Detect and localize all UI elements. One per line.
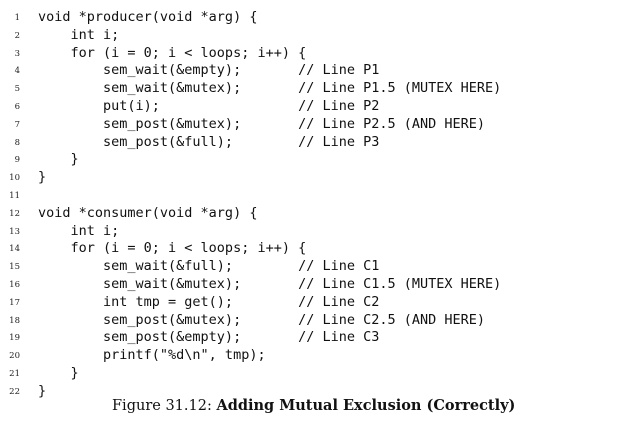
code-line: 13 int i;	[0, 223, 617, 241]
figure-label: Figure 31.12:	[112, 398, 212, 414]
line-number: 10	[9, 173, 20, 184]
code-line: 16 sem_wait(&mutex); // Line C1.5 (MUTEX…	[0, 276, 617, 294]
code-line: 15 sem_wait(&full); // Line C1	[0, 258, 617, 276]
line-number: 16	[9, 279, 20, 290]
code-text: int i;	[38, 222, 120, 239]
line-number: 4	[14, 66, 20, 77]
code-text: sem_post(&empty); // Line C3	[38, 329, 380, 346]
line-number: 14	[9, 244, 20, 255]
code-line: 12 void *consumer(void *arg) {	[0, 205, 617, 223]
line-number: 3	[14, 48, 20, 59]
code-line: 7 sem_post(&mutex); // Line P2.5 (AND HE…	[0, 116, 617, 134]
code-text: }	[38, 382, 47, 399]
code-text: sem_wait(&empty); // Line P1	[38, 62, 380, 79]
code-text: for (i = 0; i < loops; i++) {	[38, 240, 307, 257]
code-text: printf("%d\n", tmp);	[38, 347, 266, 364]
code-line: 9 }	[0, 151, 617, 169]
code-text: sem_wait(&mutex); // Line P1.5 (MUTEX HE…	[38, 80, 502, 97]
code-text: }	[38, 364, 79, 381]
code-line: 2 int i;	[0, 27, 617, 45]
line-number: 20	[9, 351, 20, 362]
code-line: 22}	[0, 383, 617, 401]
code-line: 6 put(i); // Line P2	[0, 98, 617, 116]
code-text: sem_wait(&full); // Line C1	[38, 258, 380, 275]
line-number: 18	[9, 315, 20, 326]
code-text: sem_post(&mutex); // Line C2.5 (AND HERE…	[38, 311, 486, 328]
line-number: 19	[9, 333, 20, 344]
code-line: 3 for (i = 0; i < loops; i++) {	[0, 45, 617, 63]
code-text: for (i = 0; i < loops; i++) {	[38, 44, 307, 61]
code-line: 14 for (i = 0; i < loops; i++) {	[0, 240, 617, 258]
code-text: }	[38, 169, 47, 186]
line-number: 8	[14, 137, 20, 148]
code-line: 10}	[0, 169, 617, 187]
line-number: 2	[14, 30, 20, 41]
code-line: 18 sem_post(&mutex); // Line C2.5 (AND H…	[0, 312, 617, 330]
code-text: void *consumer(void *arg) {	[38, 204, 258, 221]
code-text: sem_post(&mutex); // Line P2.5 (AND HERE…	[38, 115, 486, 132]
line-number: 21	[9, 368, 20, 379]
code-line: 20 printf("%d\n", tmp);	[0, 347, 617, 365]
code-line: 21 }	[0, 365, 617, 383]
line-number: 1	[14, 13, 20, 23]
line-number: 13	[9, 226, 20, 237]
line-number: 12	[9, 208, 20, 219]
code-line: 5 sem_wait(&mutex); // Line P1.5 (MUTEX …	[0, 80, 617, 98]
code-line: 17 int tmp = get(); // Line C2	[0, 294, 617, 312]
code-line: 1 void *producer(void *arg) {	[0, 9, 617, 27]
line-number: 6	[14, 101, 20, 112]
code-line: 8 sem_post(&full); // Line P3	[0, 134, 617, 152]
code-line: 11	[0, 187, 617, 205]
line-number: 15	[9, 262, 20, 273]
code-text: int i;	[38, 26, 120, 43]
line-number: 17	[9, 297, 20, 308]
figure-title: Adding Mutual Exclusion (Correctly)	[216, 397, 516, 414]
code-text: int tmp = get(); // Line C2	[38, 293, 380, 310]
code-line: 19 sem_post(&empty); // Line C3	[0, 329, 617, 347]
line-number: 7	[14, 119, 20, 130]
line-number: 9	[14, 155, 20, 166]
code-text: sem_wait(&mutex); // Line C1.5 (MUTEX HE…	[38, 275, 502, 292]
code-text: sem_post(&full); // Line P3	[38, 133, 380, 150]
line-number: 22	[9, 386, 20, 397]
code-text: put(i); // Line P2	[38, 97, 380, 114]
line-number: 5	[14, 84, 20, 95]
code-line: 4 sem_wait(&empty); // Line P1	[0, 62, 617, 80]
figure-caption: Figure 31.12: Adding Mutual Exclusion (C…	[112, 397, 515, 414]
line-number: 11	[9, 190, 20, 201]
code-text: void *producer(void *arg) {	[38, 9, 258, 25]
code-text: }	[38, 151, 79, 168]
